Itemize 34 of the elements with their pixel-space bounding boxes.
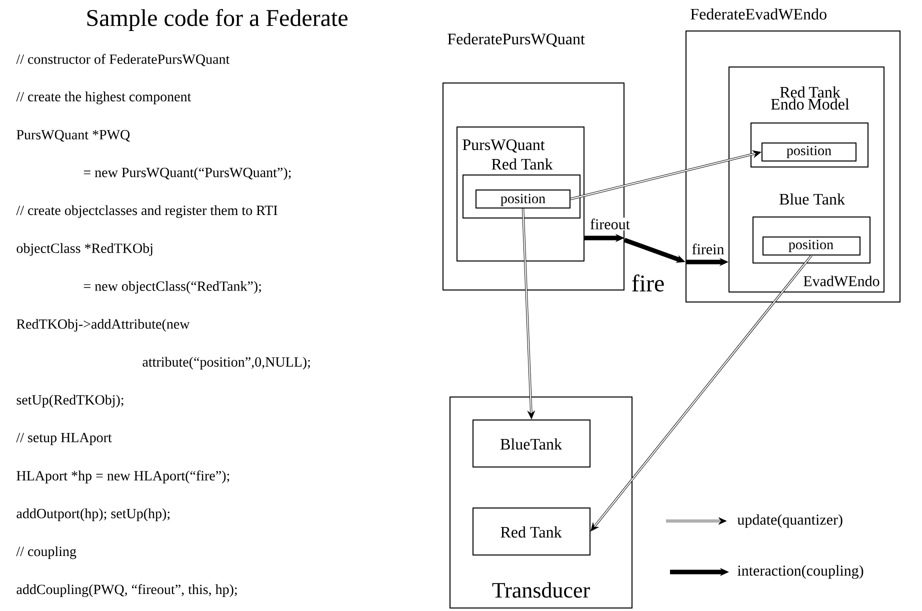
arrow — [522, 208, 535, 420]
model-box: BlueTank — [472, 420, 590, 468]
attribute-box: position — [476, 190, 570, 208]
code-line: RedTKObj->addAttribute(new — [16, 318, 190, 332]
code-line: addCoupling(PWQ, “fireout”, this, hp); — [16, 584, 237, 598]
code-line: // setup HLAport — [16, 432, 112, 446]
title: Sample code for a Federate — [87, 9, 348, 31]
legend-item: update(quantizer) — [666, 514, 842, 528]
node-label: Blue Tank — [779, 193, 846, 205]
code-line: // coupling — [16, 546, 76, 560]
code-line: setUp(RedTKObj); — [16, 394, 124, 408]
code-line: attribute(“position”,0,NULL); — [142, 356, 310, 370]
attribute-box: position — [762, 236, 860, 256]
code-line: // constructor of FederatePursWQuant — [16, 54, 230, 66]
node-label: Red Tank Endo Model — [771, 86, 850, 110]
code-line: // create the highest component — [16, 92, 192, 104]
code-line: objectClass *RedTKObj — [16, 243, 152, 256]
code-line: addOutport(hp); setUp(hp); — [16, 508, 170, 522]
code-line: = new objectClass(“RedTank”); — [84, 281, 261, 294]
edge-label: fire — [630, 273, 666, 293]
code-line: = new PursWQuant(“PursWQuant”); — [84, 167, 291, 180]
edge-label: firein — [690, 242, 726, 256]
node-label: Red Tank — [492, 158, 553, 170]
code-line: PursWQuant *PWQ — [16, 130, 130, 142]
node-label: FederateEvadWEndo — [690, 8, 826, 20]
arrow — [570, 150, 762, 200]
edge-label: fireout — [589, 218, 631, 230]
arrow — [590, 254, 812, 532]
code-line: // create objectclasses and register them to RTI — [16, 205, 278, 218]
model-box: Red Tank — [472, 508, 590, 556]
attribute-box: position — [762, 142, 856, 162]
node-label: FederatePursWQuant — [448, 33, 585, 47]
code-line: HLAport *hp = new HLAport(“fire”); — [16, 470, 230, 484]
legend-item: interaction(coupling) — [670, 565, 864, 579]
